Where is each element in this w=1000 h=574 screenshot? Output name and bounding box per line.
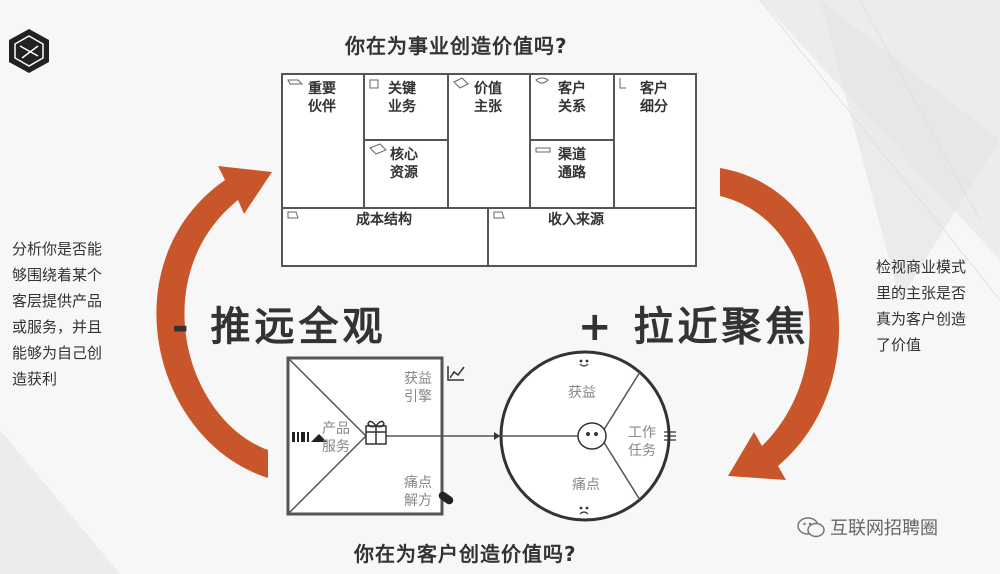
jobs-label: 工作 任务 — [628, 425, 656, 459]
pains-label: 痛点 — [572, 477, 600, 493]
relationships-icon — [535, 77, 549, 84]
zoom-out-label: - 推远全观 — [172, 304, 387, 350]
customer-relationships-label: 客户 关系 — [558, 81, 586, 115]
products-icon — [292, 432, 327, 442]
channels-icon — [535, 147, 551, 153]
business-model-canvas — [281, 73, 697, 267]
pill-icon — [438, 491, 454, 505]
watermark-text: 互联网招聘圈 — [830, 518, 938, 539]
revenue-streams-label: 收入来源 — [548, 212, 604, 228]
customer-segments-label: 客户 细分 — [640, 81, 668, 115]
gain-creators-label: 获益 引擎 — [404, 371, 432, 405]
frown-icon — [579, 506, 589, 515]
key-resources-label: 核心 资源 — [390, 147, 418, 181]
value-proposition-canvas — [286, 350, 676, 522]
top-title: 你在为事业创造价值吗? — [345, 34, 568, 58]
resources-icon — [369, 143, 387, 155]
checklist-icon — [664, 431, 676, 441]
wechat-icon — [797, 517, 825, 538]
bottom-title: 你在为客户创造价值吗? — [354, 542, 577, 566]
left-cycle-arrow — [156, 166, 272, 478]
segments-icon — [619, 78, 626, 89]
value-icon — [453, 77, 469, 89]
partners-icon — [287, 79, 304, 85]
cost-structure-label: 成本结构 — [356, 212, 412, 228]
growth-chart-icon — [447, 366, 465, 381]
key-partners-label: 重要 伙伴 — [308, 81, 336, 115]
gains-label: 获益 — [568, 385, 596, 401]
value-propositions-label: 价值 主张 — [474, 81, 502, 115]
zoom-in-label: + 拉近聚焦 — [578, 304, 810, 350]
channels-label: 渠道 通路 — [558, 147, 586, 181]
revenue-icon — [493, 211, 505, 219]
logo-mark-icon — [9, 29, 49, 73]
smile-icon — [579, 359, 589, 367]
products-services-label: 产品 服务 — [322, 421, 350, 455]
customer-face-icon — [577, 422, 607, 450]
gift-icon — [365, 420, 387, 445]
cost-icon — [287, 211, 299, 219]
right-description: 检视商业模式 里的主张是否 真为客户创造 了价值 — [876, 258, 967, 354]
right-cycle-arrow — [720, 168, 840, 480]
watermark: 互联网招聘圈 — [796, 514, 938, 540]
logo — [8, 28, 50, 78]
activities-icon — [369, 79, 379, 89]
pain-relievers-label: 痛点 解方 — [404, 475, 432, 509]
key-activities-label: 关键 业务 — [388, 81, 416, 115]
left-description: 分析你是否能 够围绕着某个 客层提供产品 或服务，并且 能够为自己创 造获利 — [12, 240, 103, 388]
